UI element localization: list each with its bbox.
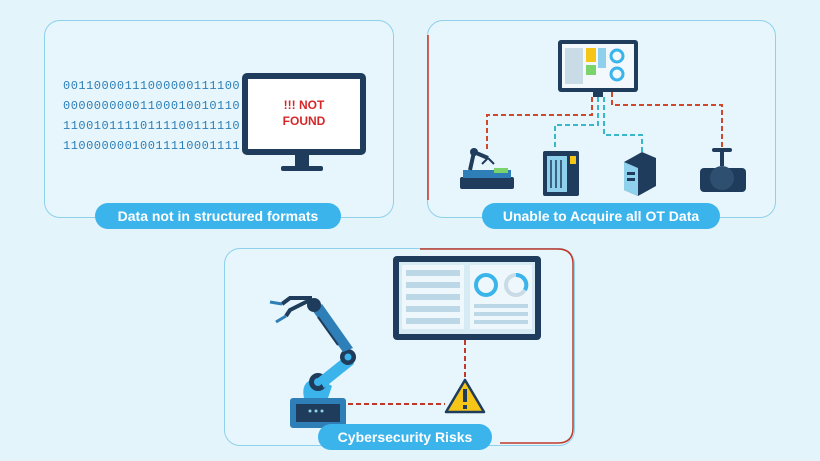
industrial-robot-icon [269,296,356,428]
not-found-line-2: FOUND [282,114,326,128]
label-acquire-ot-data: Unable to Acquire all OT Data [482,203,720,229]
server-cabinet-icon [543,151,579,196]
label-structured-formats: Data not in structured formats [95,203,341,229]
dashboard-monitor-icon [558,40,638,97]
binary-line-2: 00000000001100010010110 [63,99,241,113]
not-found-message: !!! NOT FOUND [250,97,358,129]
robot-arm-icon [460,148,514,189]
not-found-line-1: !!! NOT [283,98,325,112]
warning-icon [444,378,486,414]
security-dashboard-icon [393,256,541,340]
monitor-icon [242,73,366,171]
valve-icon [700,148,746,192]
binary-line-1: 00110000111000000111100 [63,79,241,93]
plc-module-icon [624,152,656,196]
binary-line-3: 11001011110111100111110 [63,119,241,133]
ot-connections [486,92,723,152]
panel3-red-accent [420,248,574,444]
label-cybersecurity-risks: Cybersecurity Risks [318,424,492,450]
binary-line-4: 11000000010011110001111 [63,139,241,153]
security-connections [340,340,466,405]
